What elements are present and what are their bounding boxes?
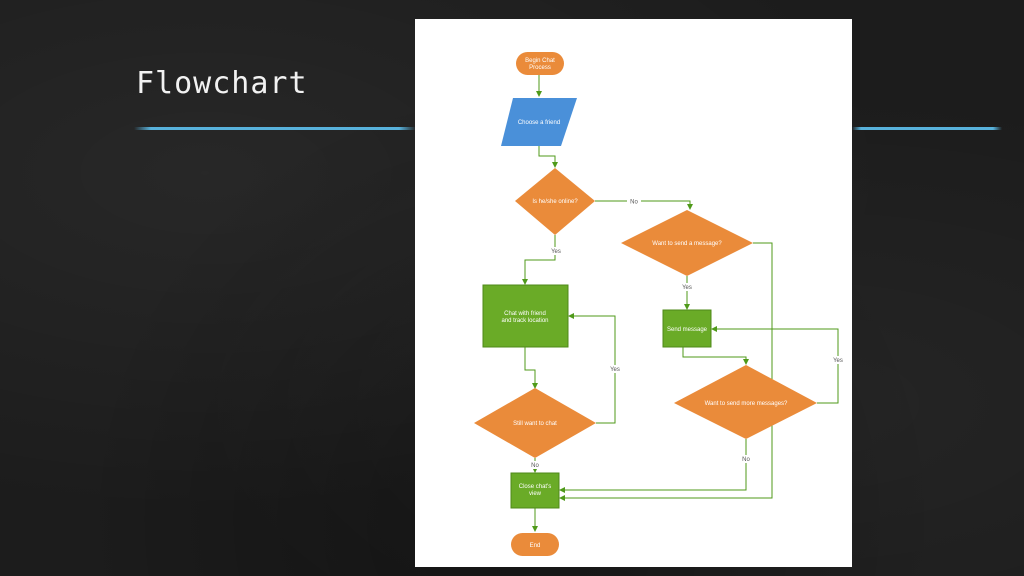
node-close-chat: Close chat's view — [510, 472, 560, 509]
node-want-send-label: Want to send a message? — [652, 241, 722, 247]
edge-label-still-yes: Yes — [610, 367, 620, 373]
node-close-chat-line2: view — [529, 491, 542, 497]
node-chat-with-friend: Chat with friend and track location — [482, 284, 569, 348]
edge-choose-to-online — [538, 146, 558, 168]
edge-send-no — [559, 242, 773, 501]
node-begin-line2: Process — [529, 65, 551, 71]
node-want-send-more-label: Want to send more messages? — [705, 401, 788, 407]
node-want-send: Want to send a message? — [621, 210, 753, 276]
edge-label-online-no: No — [630, 200, 638, 206]
edge-more-no — [559, 439, 747, 493]
node-chat-line1: Chat with friend — [504, 311, 546, 317]
edge-online-yes — [522, 235, 556, 285]
flowchart-canvas: No Yes Yes Yes Yes No No Begin Chat Proc… — [474, 52, 846, 556]
node-close-chat-line1: Close chat's — [519, 484, 552, 490]
edge-send-to-more — [682, 347, 749, 365]
edge-label-send-yes: Yes — [682, 285, 692, 291]
node-begin: Begin Chat Process — [516, 52, 564, 75]
edge-label-more-no: No — [742, 457, 750, 463]
node-still-want-chat: Still want to chat — [474, 388, 596, 458]
node-is-online: Is he/she online? — [515, 168, 595, 235]
edge-chat-to-still — [524, 347, 538, 389]
node-chat-line2: and track location — [501, 318, 548, 324]
node-still-want-chat-label: Still want to chat — [513, 421, 557, 427]
edge-more-yes — [711, 326, 839, 404]
edge-label-still-no: No — [531, 463, 539, 469]
node-begin-line1: Begin Chat — [525, 58, 555, 64]
title-underline-right — [852, 127, 1002, 130]
node-want-send-more: Want to send more messages? — [674, 365, 817, 439]
node-choose-friend-label: Choose a friend — [518, 120, 560, 126]
node-send-message: Send message — [662, 309, 712, 348]
edge-label-online-yes: Yes — [551, 249, 561, 255]
title-underline-left — [134, 127, 416, 130]
node-choose-friend: Choose a friend — [501, 98, 577, 146]
slide-title: Flowchart — [136, 66, 308, 101]
node-end-label: End — [530, 543, 541, 549]
edge-online-no — [595, 200, 693, 210]
node-is-online-label: Is he/she online? — [532, 199, 578, 205]
edge-label-more-yes: Yes — [833, 358, 843, 364]
node-end: End — [511, 533, 559, 556]
node-send-message-label: Send message — [667, 327, 708, 333]
flowchart-diagram: No Yes Yes Yes Yes No No Begin Chat Proc… — [415, 19, 852, 567]
